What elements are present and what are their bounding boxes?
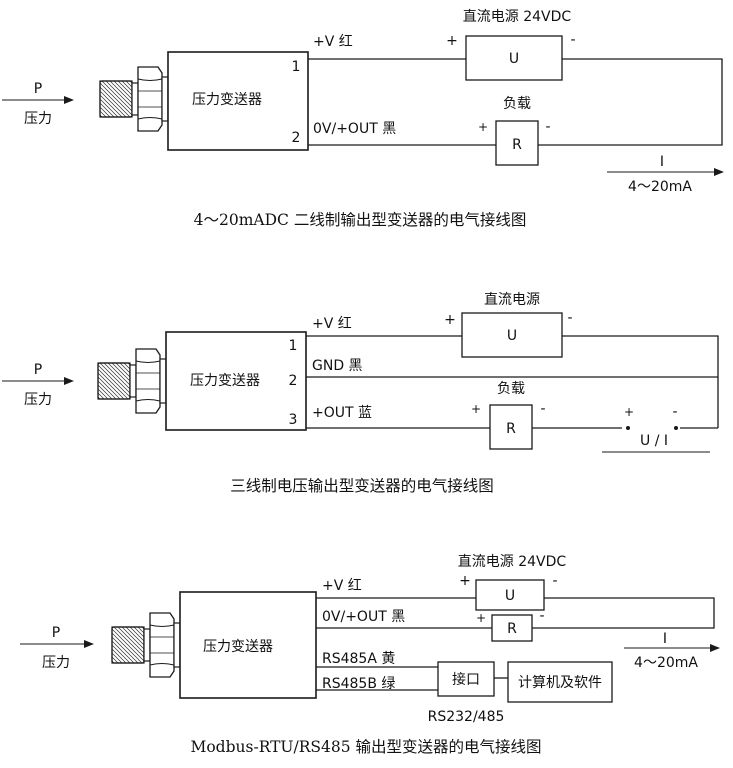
supply-title: 直流电源 <box>484 291 540 308</box>
pin-1: 1 <box>289 338 298 354</box>
wire-supply-return <box>562 335 719 428</box>
computer-box <box>507 661 613 703</box>
pin-3: 3 <box>289 412 298 428</box>
caption-3: Modbus-RTU/RS485 输出型变送器的电气接线图 <box>190 738 541 756</box>
load-box <box>495 120 539 166</box>
supply-minus: - <box>570 32 575 48</box>
load-minus: - <box>540 401 545 417</box>
pressure-arrowhead <box>64 377 74 385</box>
sensor-fitting-icon <box>111 612 181 678</box>
transmitter-label: 压力变送器 <box>203 639 273 655</box>
diagram-rs485: P 压力 压力变送器 +V 红 0V/+OUT 黑 RS485A 黄 RS485… <box>20 553 720 756</box>
pressure-label: 压力 <box>24 392 52 408</box>
pressure-label: 压力 <box>42 655 70 671</box>
wire3-label: +OUT 蓝 <box>312 405 372 421</box>
load-plus: + <box>476 611 486 625</box>
transmitter-label: 压力变送器 <box>192 92 262 108</box>
pin-2: 2 <box>289 373 298 389</box>
pressure-label: 压力 <box>24 111 52 127</box>
current-range: 4～20mA <box>634 655 698 671</box>
transmitter-box <box>165 331 307 431</box>
pressure-symbol: P <box>34 362 42 378</box>
pressure-arrowhead <box>84 640 94 648</box>
load-plus: + <box>471 402 481 416</box>
wire2-label: GND 黑 <box>312 358 363 374</box>
caption-2: 三线制电压输出型变送器的电气接线图 <box>230 477 494 495</box>
supply-plus: + <box>459 573 471 589</box>
supply-symbol: U <box>509 51 519 67</box>
load-minus: - <box>539 608 544 624</box>
load-symbol: R <box>506 421 516 437</box>
output-terminal-minus <box>674 426 678 430</box>
current-range: 4～20mA <box>628 179 692 195</box>
wire1-label: +V 红 <box>313 34 353 50</box>
wire2-label: 0V/+OUT 黑 <box>313 121 396 137</box>
load-box <box>491 614 533 642</box>
load-title: 负载 <box>503 96 531 112</box>
supply-plus: + <box>446 33 458 49</box>
pressure-symbol: P <box>52 625 60 641</box>
computer-label: 计算机及软件 <box>518 675 602 691</box>
current-symbol: I <box>660 154 664 170</box>
wire-return <box>538 58 723 146</box>
load-minus: - <box>545 119 550 135</box>
pin-1: 1 <box>292 59 301 75</box>
load-symbol: R <box>512 137 522 153</box>
supply-symbol: U <box>505 588 515 604</box>
pressure-symbol: P <box>34 81 42 97</box>
diagram-two-wire: P 压力 压力变送器 1 2 +V 红 0V/+OUT 黑 直流电源 24VDC… <box>2 8 724 229</box>
supply-box <box>465 35 563 81</box>
load-title: 负载 <box>497 381 525 397</box>
supply-plus: + <box>444 312 456 328</box>
current-symbol: I <box>663 631 667 647</box>
current-arrowhead <box>714 168 724 176</box>
supply-title: 直流电源 24VDC <box>458 553 567 570</box>
wire2-label: 0V/+OUT 黑 <box>322 609 405 625</box>
load-symbol: R <box>507 621 517 637</box>
transmitter-box <box>167 51 309 151</box>
load-box <box>489 404 533 450</box>
supply-symbol: U <box>507 328 517 344</box>
pressure-arrowhead <box>64 96 74 104</box>
transmitter-box <box>179 591 317 699</box>
load-plus: + <box>478 120 488 134</box>
supply-box <box>475 579 545 611</box>
diagram-three-wire: P 压力 压力变送器 1 2 3 +V 红 GND 黑 +OUT 蓝 直流电源 … <box>2 291 719 495</box>
wire4-label: RS485B 绿 <box>322 676 395 692</box>
output-label: U / I <box>640 433 668 449</box>
wire1-label: +V 红 <box>312 316 352 332</box>
interface-label: 接口 <box>452 671 480 688</box>
transmitter-label: 压力变送器 <box>190 373 260 389</box>
protocol-label: RS232/485 <box>428 709 505 725</box>
wire-return <box>532 597 715 629</box>
wire1-label: +V 红 <box>322 578 362 594</box>
supply-minus: - <box>552 573 557 589</box>
supply-title: 直流电源 24VDC <box>463 8 572 25</box>
interface-box <box>437 661 495 697</box>
output-terminal-plus <box>626 426 630 430</box>
wire3-label: RS485A 黄 <box>322 650 395 667</box>
sensor-fitting-icon <box>97 348 167 414</box>
current-arrowhead <box>710 644 720 652</box>
supply-box <box>461 312 563 358</box>
sensor-fitting-icon <box>99 66 169 132</box>
pin-2: 2 <box>292 130 301 146</box>
supply-minus: - <box>567 310 572 326</box>
output-plus: + <box>624 405 634 419</box>
output-minus: - <box>672 404 677 420</box>
caption-1: 4～20mADC 二线制输出型变送器的电气接线图 <box>194 211 527 229</box>
